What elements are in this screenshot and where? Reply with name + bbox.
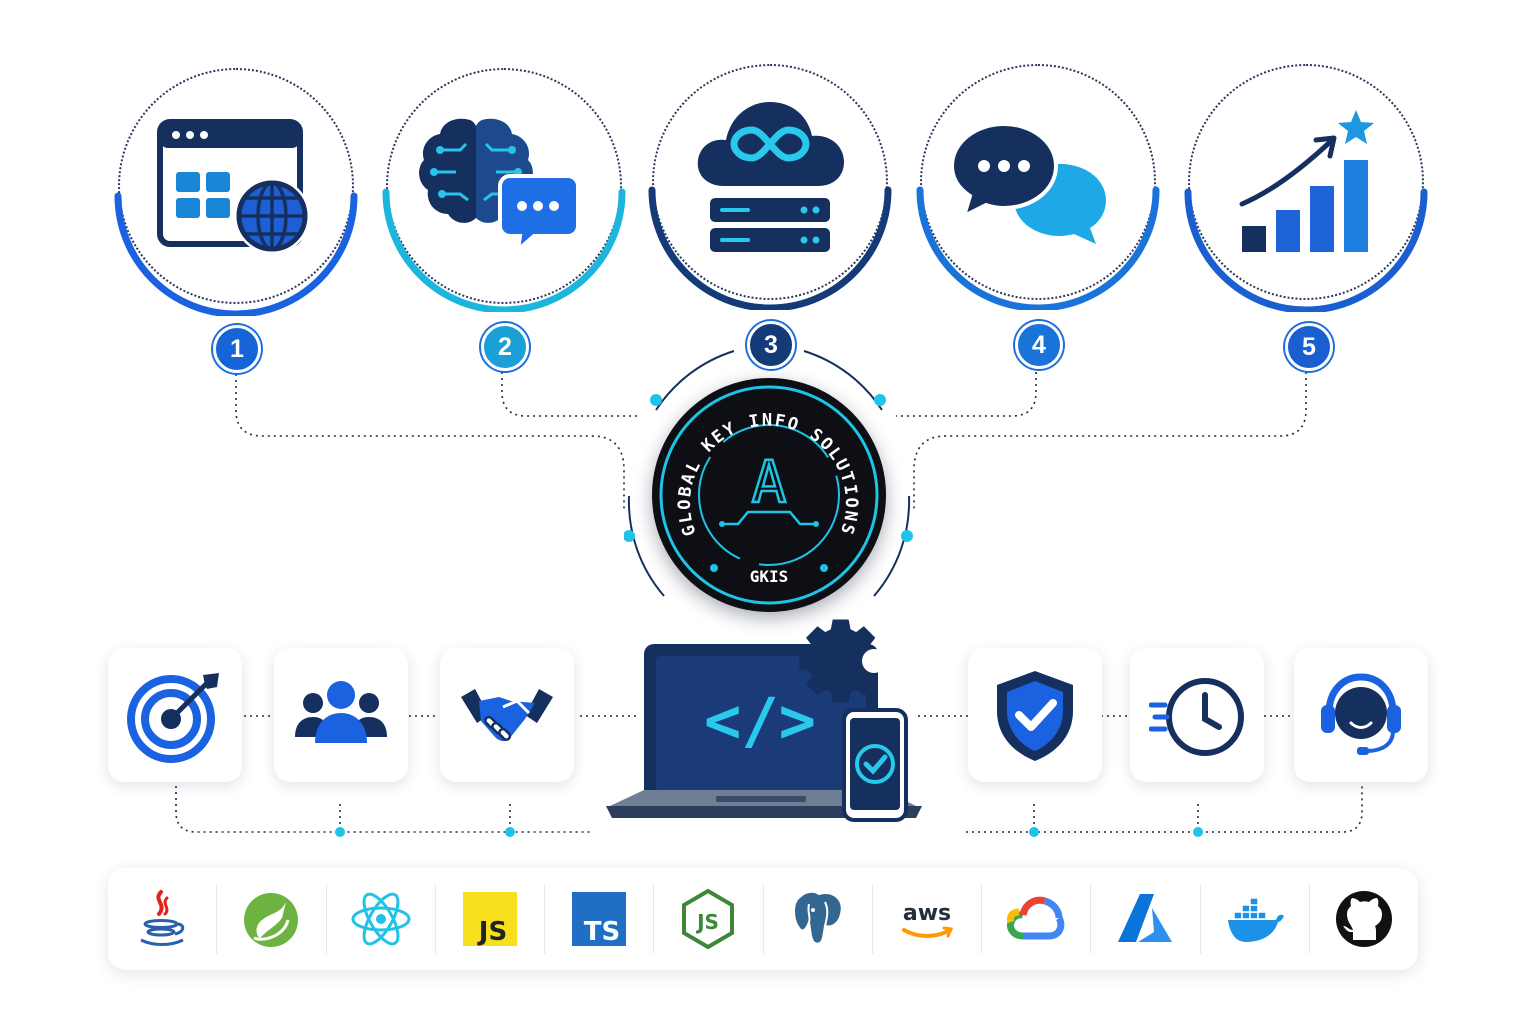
tech-react — [327, 884, 436, 954]
team-icon — [295, 681, 387, 743]
tech-azure — [1091, 884, 1201, 954]
nodejs-label: JS — [695, 910, 719, 934]
step-4-arc — [916, 186, 1160, 310]
java-icon — [140, 890, 185, 946]
tech-javascript: JS — [436, 884, 545, 954]
shield-check-icon — [997, 671, 1073, 761]
tech-google-cloud — [982, 884, 1092, 954]
step-2-badge: 2 — [481, 323, 529, 371]
step-1-badge: 1 — [213, 325, 261, 373]
value-card-team — [274, 648, 408, 782]
javascript-label: JS — [477, 917, 507, 947]
tech-postgresql — [764, 884, 873, 954]
cloud-devops-server-icon — [697, 102, 844, 252]
laptop-code-icon: </> — [606, 619, 922, 822]
aws-icon: aws — [901, 901, 954, 938]
value-card-handshake — [440, 648, 574, 782]
javascript-icon: JS — [462, 892, 517, 947]
value-card-target — [108, 648, 242, 782]
laptop-code-glyph: </> — [704, 684, 816, 757]
docker-icon — [1227, 897, 1284, 942]
tech-typescript: TS — [545, 884, 655, 954]
aws-label: aws — [903, 901, 951, 926]
tech-docker — [1201, 884, 1310, 954]
chat-bubbles-icon — [949, 121, 1106, 244]
gkis-logo: GLOBAL KEY INFO SOLUTIONS A GKIS — [659, 385, 879, 605]
typescript-label: TS — [584, 917, 620, 947]
hub-monogram: A — [752, 448, 787, 516]
step-2-arc — [382, 188, 626, 312]
step-5-ring — [1188, 64, 1424, 300]
step-5-arc — [1184, 188, 1428, 312]
value-card-support — [1294, 648, 1428, 782]
google-cloud-icon — [1007, 896, 1065, 940]
handshake-icon — [461, 689, 553, 742]
support-headset-icon — [1321, 673, 1401, 755]
nodejs-icon: JS — [682, 888, 735, 950]
typescript-icon: TS — [572, 892, 627, 947]
web-app-globe-icon — [157, 119, 310, 254]
hub-short-name: GKIS — [750, 567, 789, 586]
azure-icon — [1118, 894, 1173, 942]
growth-chart-star-icon — [1239, 110, 1374, 252]
tech-github — [1310, 884, 1418, 954]
postgresql-icon — [792, 890, 843, 945]
fast-clock-icon — [1149, 678, 1244, 756]
tech-java — [108, 884, 218, 954]
react-icon — [351, 892, 411, 946]
step-3-arc — [648, 186, 892, 310]
step-4-badge: 4 — [1015, 321, 1063, 369]
hub-badge — [652, 378, 886, 612]
hub-orbit — [624, 350, 913, 597]
tech-nodejs: JS — [654, 884, 764, 954]
value-card-speed — [1130, 648, 1264, 782]
ai-brain-chat-icon — [419, 118, 576, 256]
tech-aws: aws — [873, 884, 982, 954]
github-icon — [1335, 891, 1392, 947]
step-5-badge: 5 — [1285, 323, 1333, 371]
step-3-badge: 3 — [747, 321, 795, 369]
spring-icon — [244, 893, 299, 947]
value-card-security — [968, 648, 1102, 782]
tech-spring — [217, 884, 327, 954]
step-1-arc — [114, 192, 358, 316]
tech-stack-bar: JS TS JS aws — [108, 868, 1418, 970]
target-icon — [127, 673, 219, 763]
